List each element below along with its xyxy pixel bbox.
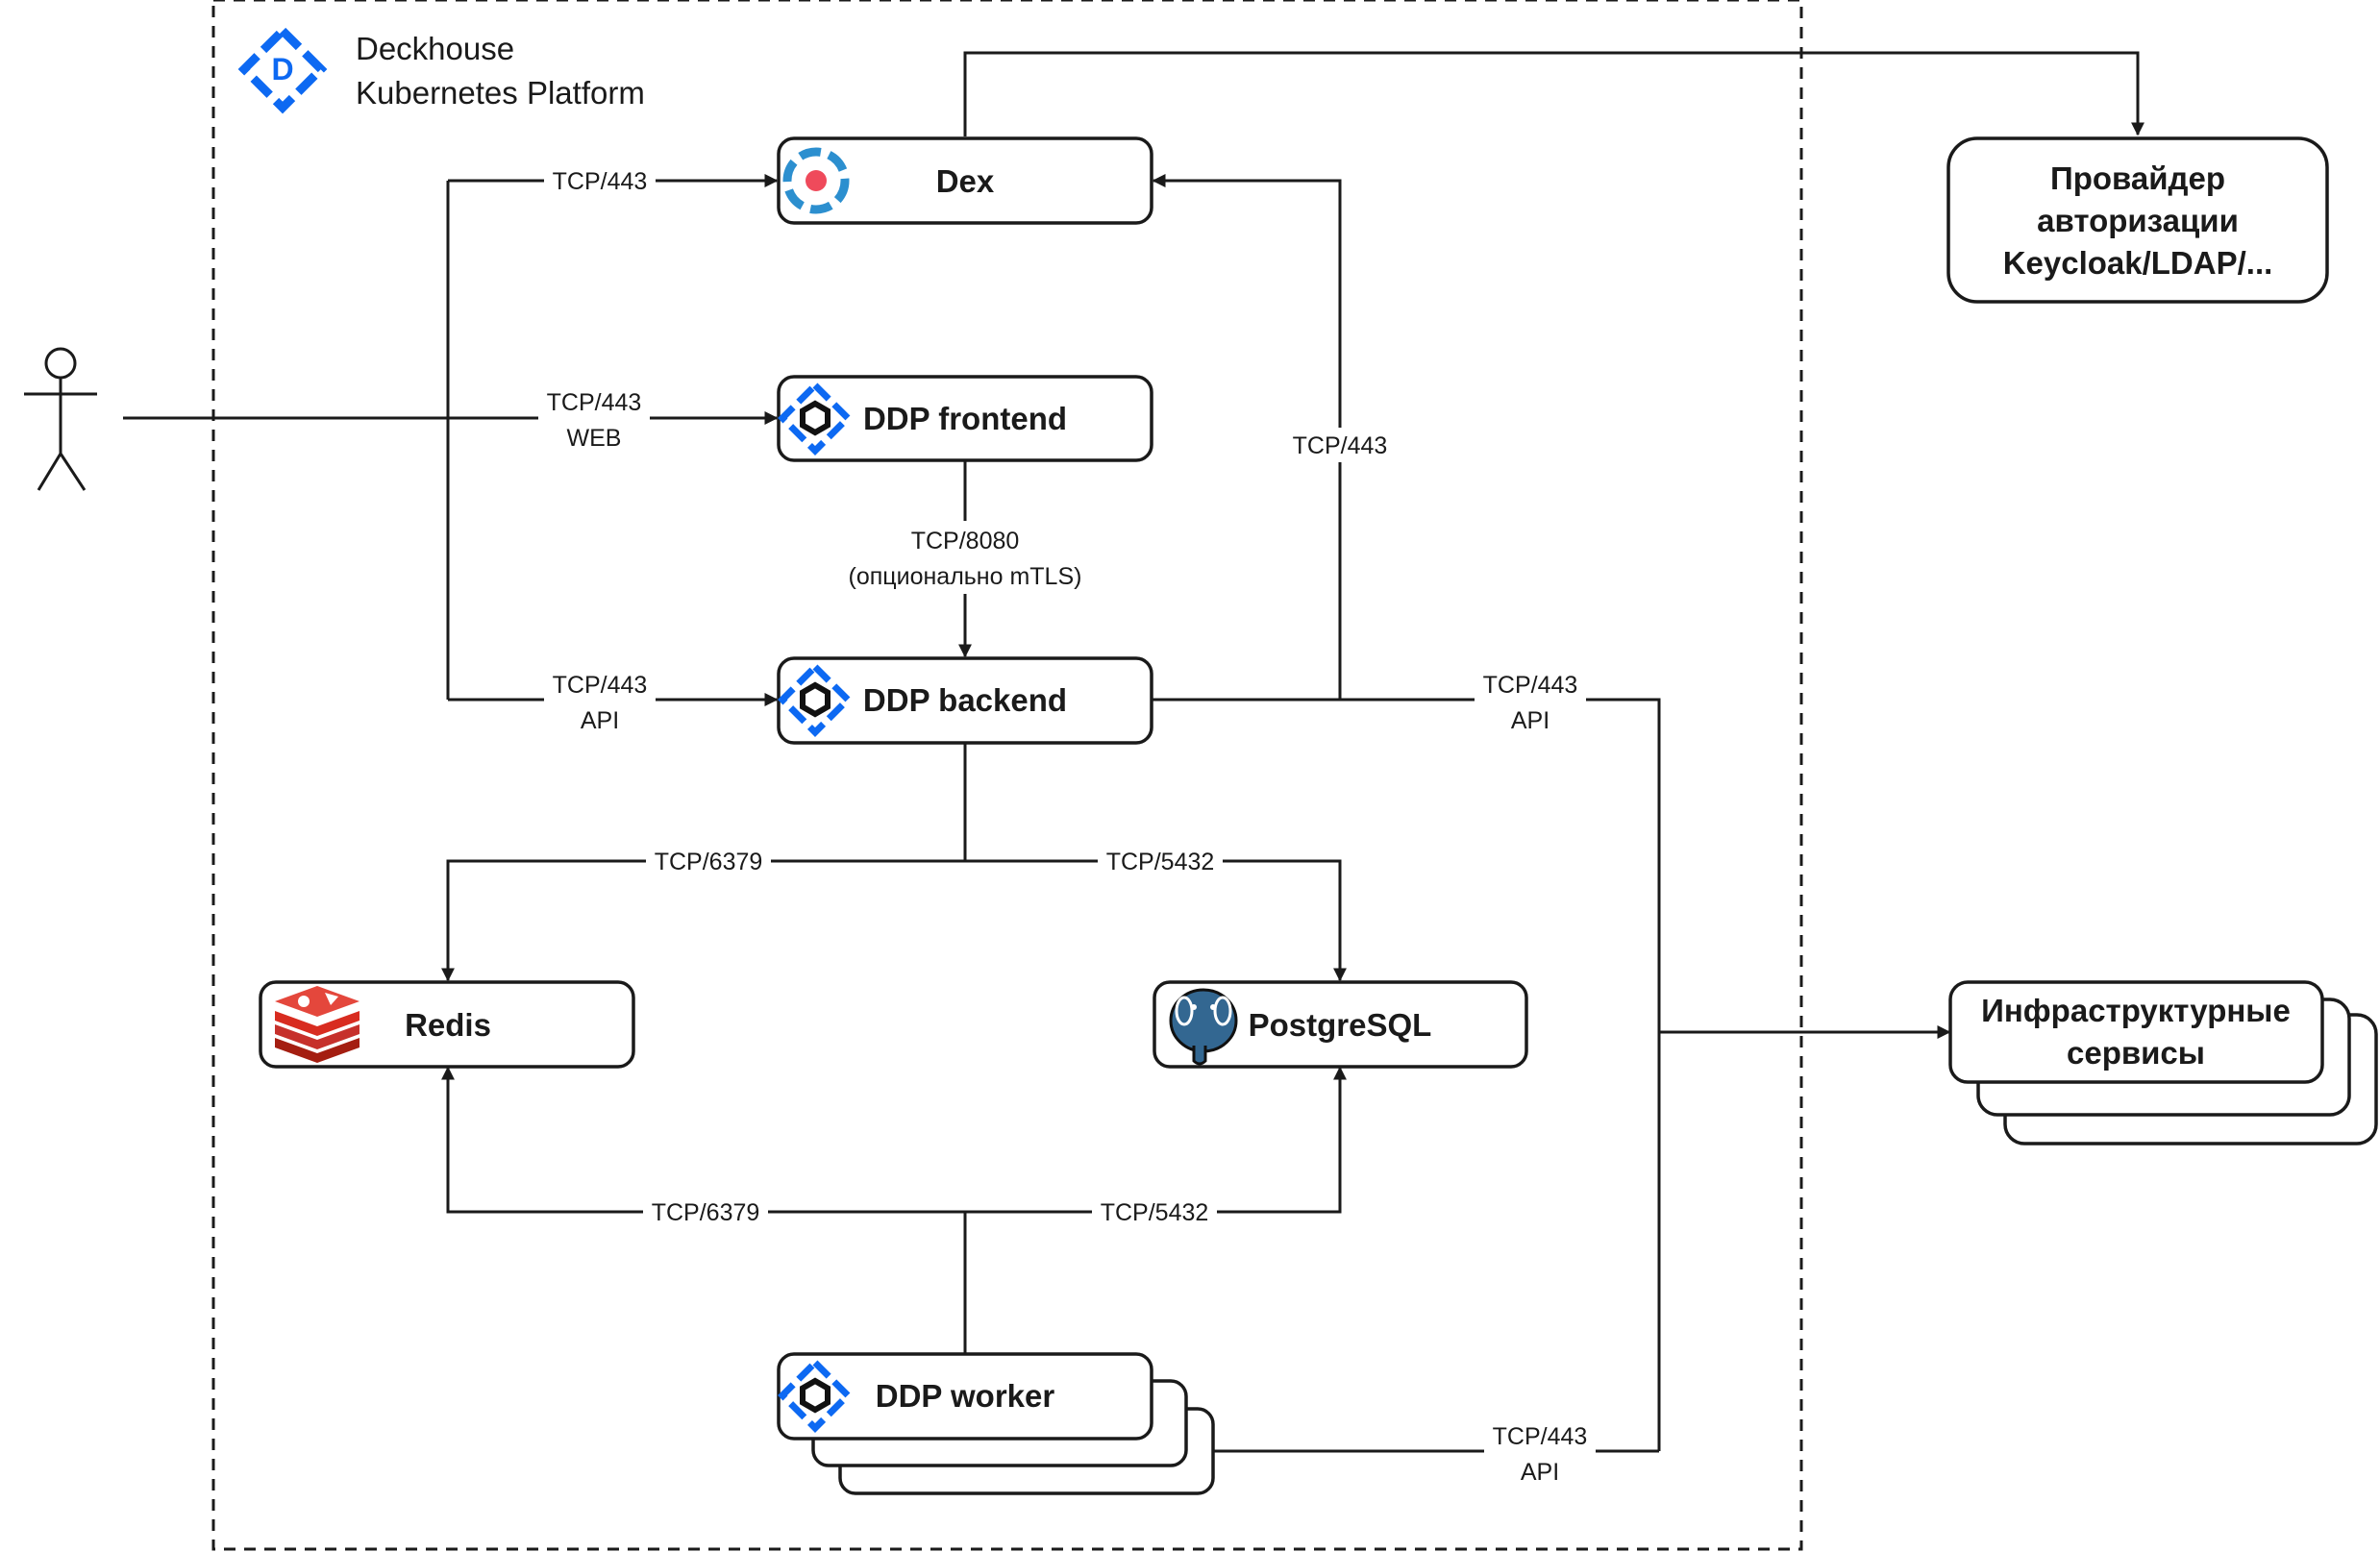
edge-dex-auth bbox=[963, 51, 2144, 136]
auth-provider-node: Провайдер авторизации Keycloak/LDAP/... bbox=[1946, 136, 2329, 304]
ddp-worker-node: DDP worker bbox=[777, 1352, 1215, 1495]
label-backend-infra-2: API bbox=[1511, 707, 1549, 734]
ddp-frontend-node: DDP frontend bbox=[777, 375, 1153, 462]
svg-text:D: D bbox=[271, 52, 293, 86]
infra-services-line2: сервисы bbox=[2067, 1035, 2205, 1071]
label-backend-redis: TCP/6379 bbox=[655, 849, 763, 875]
postgresql-label: PostgreSQL bbox=[1249, 1007, 1432, 1043]
redis-node: Redis bbox=[259, 980, 635, 1069]
edge-backend-redis bbox=[441, 859, 965, 982]
label-user-dex: TCP/443 bbox=[553, 168, 648, 195]
label-user-frontend-1: TCP/443 bbox=[547, 389, 642, 416]
ddp-worker-label: DDP worker bbox=[876, 1378, 1055, 1414]
label-user-backend-2: API bbox=[581, 707, 619, 734]
label-worker-redis: TCP/6379 bbox=[652, 1199, 760, 1226]
dex-node: Dex bbox=[777, 136, 1153, 225]
label-frontend-backend-1: TCP/8080 bbox=[911, 528, 1020, 554]
platform-name-line2: Kubernetes Platform bbox=[356, 75, 645, 111]
deckhouse-logo-icon: D bbox=[237, 24, 328, 114]
infra-services-line1: Инфраструктурные bbox=[1981, 993, 2291, 1028]
ddp-backend-node: DDP backend bbox=[777, 656, 1153, 745]
postgresql-node: PostgreSQL bbox=[1153, 980, 1528, 1069]
auth-provider-line1: Провайдер bbox=[2050, 160, 2225, 196]
postgresql-icon bbox=[1169, 988, 1238, 1066]
label-backend-postgres: TCP/5432 bbox=[1106, 849, 1215, 875]
user-icon bbox=[24, 347, 97, 491]
edge-backend-infra bbox=[1340, 698, 1661, 1451]
edge-worker-postgres bbox=[965, 1066, 1347, 1214]
platform-boundary bbox=[211, 0, 1803, 1551]
redis-icon bbox=[275, 986, 359, 1063]
infra-services-node: Инфраструктурные сервисы bbox=[1948, 980, 2378, 1146]
auth-provider-line3: Keycloak/LDAP/... bbox=[2003, 245, 2273, 281]
auth-provider-line2: авторизации bbox=[2037, 203, 2239, 238]
dex-label: Dex bbox=[936, 163, 995, 199]
edge-backend-postgres bbox=[965, 859, 1347, 982]
label-backend-infra-1: TCP/443 bbox=[1483, 672, 1578, 699]
redis-label: Redis bbox=[405, 1007, 491, 1043]
label-backend-dex: TCP/443 bbox=[1293, 432, 1388, 459]
label-worker-infra-2: API bbox=[1521, 1459, 1559, 1486]
label-frontend-backend-2: (опционально mTLS) bbox=[849, 563, 1082, 590]
ddp-frontend-label: DDP frontend bbox=[863, 401, 1067, 436]
label-user-backend-1: TCP/443 bbox=[553, 672, 648, 699]
label-user-frontend-2: WEB bbox=[567, 425, 622, 452]
platform-name-line1: Deckhouse bbox=[356, 31, 514, 66]
ddp-backend-label: DDP backend bbox=[863, 682, 1067, 718]
dex-icon bbox=[782, 147, 850, 214]
edge-worker-redis bbox=[441, 1066, 965, 1214]
label-worker-infra-1: TCP/443 bbox=[1493, 1423, 1588, 1450]
label-worker-postgres: TCP/5432 bbox=[1101, 1199, 1209, 1226]
